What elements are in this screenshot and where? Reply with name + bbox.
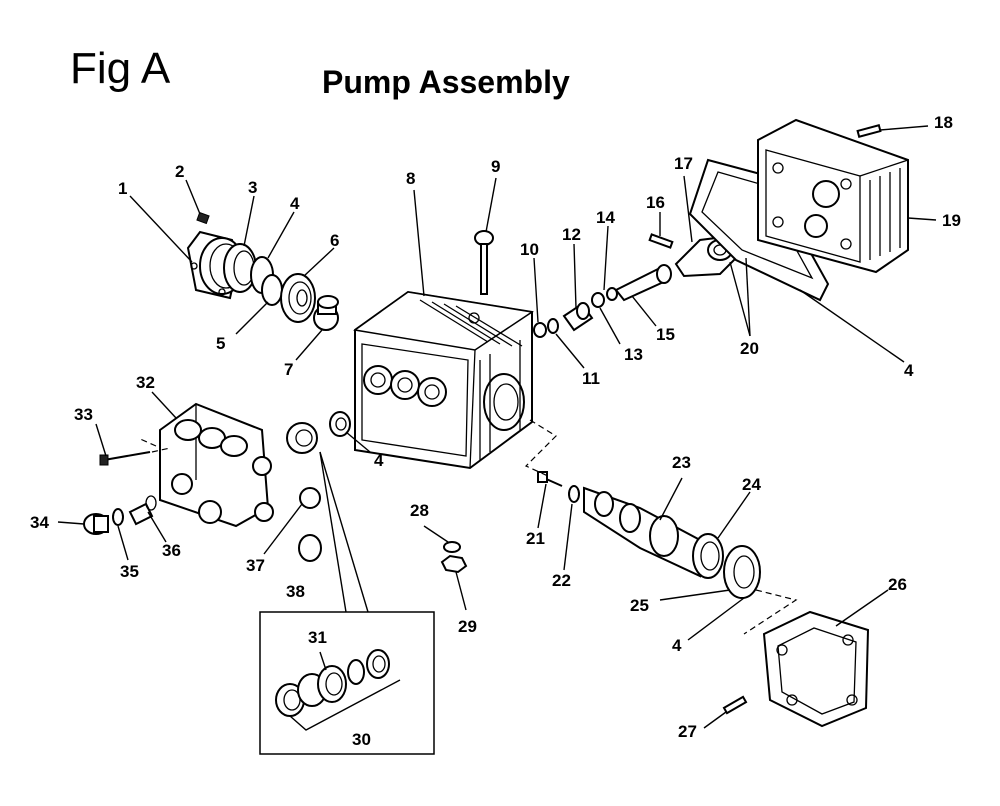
part-37-plug bbox=[299, 487, 321, 509]
callout-26: 26 bbox=[888, 575, 907, 594]
part-12-plunger bbox=[562, 302, 594, 332]
callout-35: 35 bbox=[120, 562, 139, 581]
callout-11: 11 bbox=[582, 369, 600, 388]
callout-37: 37 bbox=[246, 556, 265, 575]
callout-17: 17 bbox=[674, 154, 693, 173]
callout-1: 1 bbox=[118, 179, 127, 198]
callout-4-inlet: 4 bbox=[374, 451, 384, 470]
callout-25: 25 bbox=[630, 596, 649, 615]
callout-27: 27 bbox=[678, 722, 697, 741]
callout-18: 18 bbox=[934, 113, 953, 132]
inset-part-ring bbox=[347, 659, 365, 685]
part-13-washer bbox=[591, 292, 605, 308]
callout-24: 24 bbox=[742, 475, 761, 494]
callout-29: 29 bbox=[458, 617, 477, 636]
leader-lines bbox=[57, 125, 937, 729]
part-18-screw bbox=[856, 124, 882, 138]
callout-19: 19 bbox=[942, 211, 961, 230]
callout-21: 21 bbox=[526, 529, 545, 548]
callout-16: 16 bbox=[646, 193, 665, 212]
part-35-oring bbox=[112, 508, 124, 526]
callout-6: 6 bbox=[330, 231, 339, 250]
part-4-oring-c bbox=[329, 411, 351, 437]
part-16-pin bbox=[648, 233, 674, 249]
callout-38: 38 bbox=[286, 582, 305, 601]
diagram-title: Pump Assembly bbox=[322, 64, 570, 100]
callout-5: 5 bbox=[216, 334, 225, 353]
callout-32: 32 bbox=[136, 373, 155, 392]
part-22-washer bbox=[568, 485, 580, 503]
callout-7: 7 bbox=[284, 360, 293, 379]
part-8-crankcase bbox=[353, 290, 535, 470]
part-26-rear-flange bbox=[762, 610, 870, 728]
callout-9: 9 bbox=[491, 157, 500, 176]
part-38-plug bbox=[298, 534, 322, 562]
callout-12: 12 bbox=[562, 225, 581, 244]
part-15-connecting-rod-guide bbox=[614, 264, 672, 302]
callout-36: 36 bbox=[162, 541, 181, 560]
callout-28: 28 bbox=[410, 501, 429, 520]
part-6-bearing bbox=[280, 273, 316, 323]
part-33-bolt bbox=[99, 451, 151, 466]
part-25-seal bbox=[723, 545, 761, 599]
part-19-rear-cover bbox=[757, 118, 909, 274]
figure-label: Fig A bbox=[70, 44, 171, 93]
callout-13: 13 bbox=[624, 345, 643, 364]
part-10-seal bbox=[533, 322, 547, 338]
callout-2: 2 bbox=[175, 162, 184, 181]
inset-box bbox=[259, 451, 435, 755]
part-11-washer bbox=[547, 318, 559, 334]
part-9-dipstick bbox=[474, 230, 494, 295]
inset-part-retainer bbox=[366, 649, 390, 679]
part-29-drain-plug bbox=[440, 554, 468, 574]
callout-22: 22 bbox=[552, 571, 571, 590]
assembly-line-flange bbox=[743, 589, 798, 635]
callout-15: 15 bbox=[656, 325, 675, 344]
callout-14: 14 bbox=[596, 208, 615, 227]
inset-part-packing bbox=[297, 665, 347, 707]
callout-4-front: 4 bbox=[290, 194, 300, 213]
callout-3: 3 bbox=[248, 178, 257, 197]
callout-4-gasket: 4 bbox=[904, 361, 914, 380]
callout-20: 20 bbox=[740, 339, 759, 358]
callout-23: 23 bbox=[672, 453, 691, 472]
callout-31: 31 bbox=[308, 628, 327, 647]
part-2-screw bbox=[196, 211, 210, 225]
callout-34: 34 bbox=[30, 513, 49, 532]
callout-10: 10 bbox=[520, 240, 539, 259]
part-24-bearing bbox=[692, 533, 724, 579]
part-21-bolt bbox=[537, 471, 563, 487]
assembly-line-manifold bbox=[137, 437, 157, 447]
callout-30: 30 bbox=[352, 730, 371, 749]
part-5-oring-b bbox=[261, 274, 283, 306]
part-28-washer bbox=[443, 541, 461, 553]
part-32-manifold bbox=[159, 402, 274, 528]
callout-8: 8 bbox=[406, 169, 415, 188]
callout-4-rear: 4 bbox=[672, 636, 682, 655]
part-27-screw bbox=[722, 695, 748, 715]
part-36-valve bbox=[128, 495, 157, 526]
part-31-packing-main bbox=[286, 422, 318, 454]
callout-33: 33 bbox=[74, 405, 93, 424]
part-7-collar bbox=[313, 295, 339, 331]
part-23-crankshaft bbox=[583, 486, 701, 578]
part-14-oring bbox=[606, 287, 618, 301]
assembly-line-crankshaft bbox=[524, 419, 557, 477]
part-34-plug bbox=[83, 513, 109, 535]
callout-labels: 1 2 3 4 5 6 7 8 9 10 11 12 13 14 15 16 1… bbox=[30, 113, 961, 749]
assembly-line-bolt bbox=[151, 447, 171, 453]
